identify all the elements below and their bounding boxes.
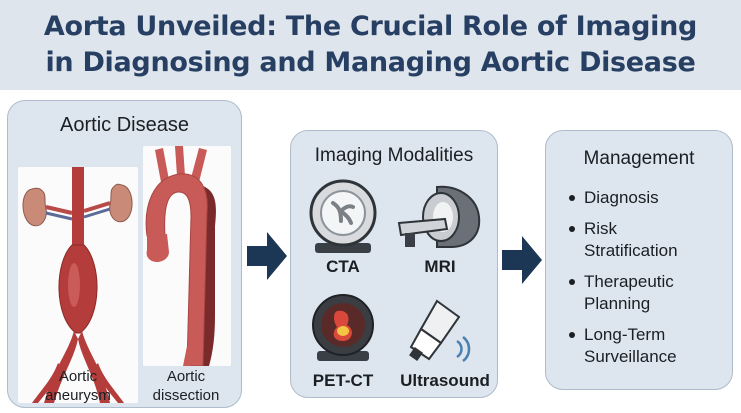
management-item-line: Surveillance	[584, 347, 677, 366]
aortic-aneurysm-illustration	[18, 167, 138, 403]
aneurysm-caption-line-2: aneurysm	[45, 387, 111, 404]
aneurysm-icon	[22, 167, 133, 403]
management-panel: Management Diagnosis Risk Stratification…	[545, 130, 733, 390]
management-item-therapeutic-planning: Therapeutic Planning	[568, 271, 728, 315]
imaging-modalities-panel: Imaging Modalities CTA MRI PET-CT Ultras…	[290, 130, 498, 398]
management-item-line: Risk	[584, 219, 618, 238]
dissection-caption-line-1: Aortic	[166, 368, 206, 385]
aortic-aneurysm-caption: Aortic aneurysm	[18, 367, 138, 405]
right-arrow-icon	[247, 232, 287, 280]
aortic-disease-panel: Aortic Disease Aortic aneurysm	[7, 100, 242, 408]
management-list: Diagnosis Risk Stratification Therapeuti…	[568, 187, 728, 377]
modality-label-cta: CTA	[326, 257, 360, 276]
dissection-icon	[145, 146, 216, 367]
mri-scanner-icon	[397, 185, 481, 248]
management-item-risk-stratification: Risk Stratification	[568, 218, 728, 262]
pet-ct-icon	[312, 294, 374, 361]
dissection-caption-line-2: dissection	[152, 387, 220, 404]
modality-label-pet-ct: PET-CT	[312, 371, 374, 390]
modality-label-ultrasound: Ultrasound	[400, 371, 490, 390]
management-item-long-term-surveillance: Long-Term Surveillance	[568, 324, 728, 368]
imaging-modalities-title: Imaging Modalities	[314, 145, 474, 166]
management-item-diagnosis: Diagnosis	[568, 187, 728, 209]
management-item-line: Stratification	[584, 241, 678, 260]
management-item-line: Diagnosis	[584, 188, 659, 207]
aortic-disease-title: Aortic Disease	[60, 114, 189, 136]
title-band: Aorta Unveiled: The Crucial Role of Imag…	[0, 0, 741, 90]
right-arrow-icon	[502, 236, 542, 284]
page-title-line-1: Aorta Unveiled: The Crucial Role of Imag…	[43, 11, 698, 42]
management-title: Management	[583, 148, 695, 169]
modality-label-mri: MRI	[424, 257, 456, 276]
ct-scanner-icon	[309, 179, 377, 253]
management-item-line: Long-Term	[584, 325, 666, 344]
aortic-dissection-illustration	[143, 146, 231, 367]
page-title-line-2: in Diagnosing and Managing Aortic Diseas…	[45, 47, 696, 78]
management-item-line: Planning	[584, 294, 651, 313]
management-item-line: Therapeutic	[584, 272, 674, 291]
aortic-dissection-caption: Aortic dissection	[136, 367, 236, 405]
ultrasound-probe-icon	[409, 299, 471, 362]
aneurysm-caption-line-1: Aortic	[58, 368, 98, 385]
